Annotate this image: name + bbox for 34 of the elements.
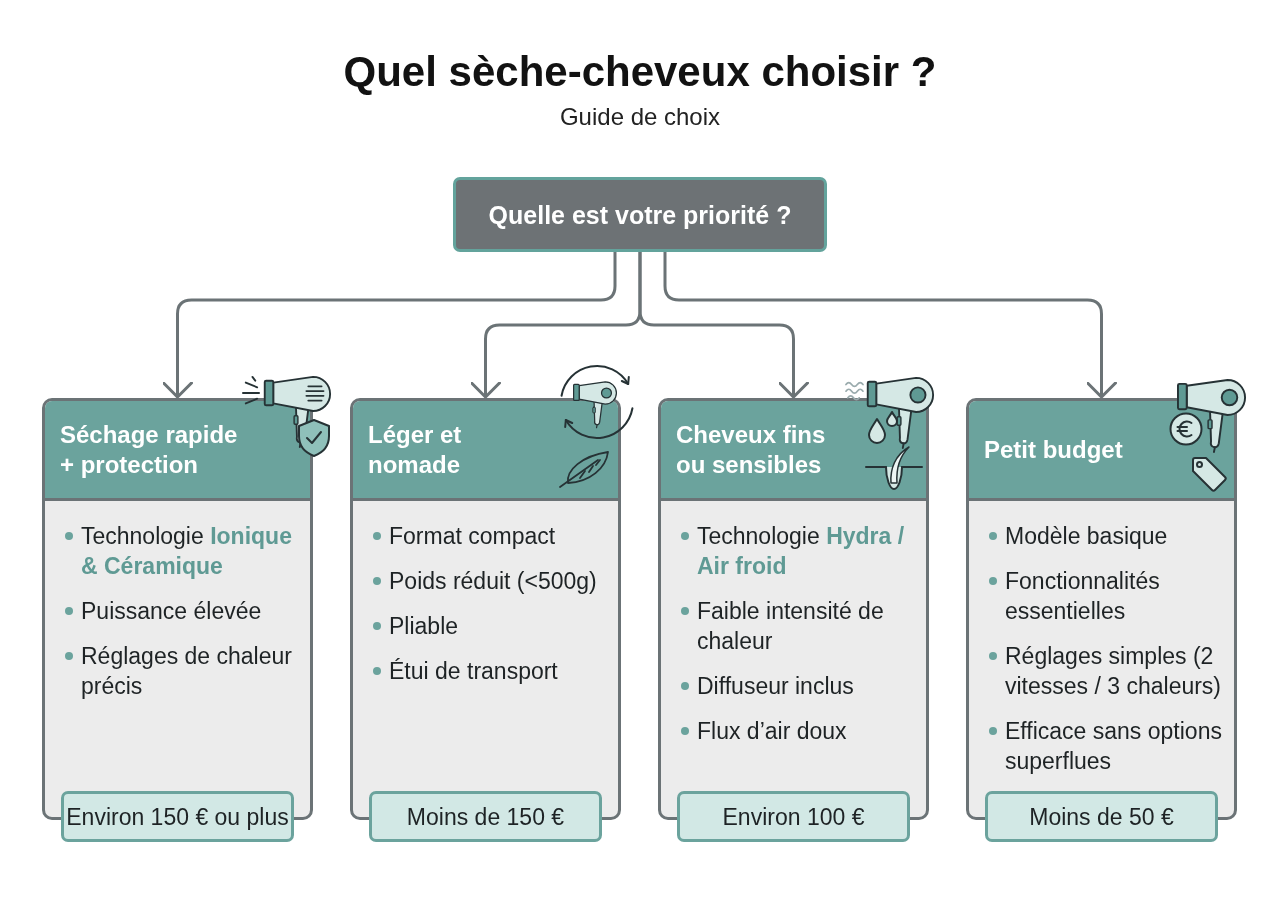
card-title: Petit budget (984, 434, 1123, 465)
question-box (453, 177, 827, 252)
price-text: Environ 150 € ou plus (66, 802, 289, 831)
bullet-text: Pliable (389, 612, 459, 641)
card-title: Cheveux fins ou sensibles (676, 419, 827, 480)
bullet-text: Poids réduit (<500g) (389, 567, 597, 596)
question-text: Quelle est votre priorité ? (488, 199, 792, 230)
bullet-text: Puissance élevée (81, 597, 262, 626)
bullet-text: Réglages de chaleur précis (81, 642, 293, 701)
price-box (985, 791, 1218, 842)
arrow (638, 252, 809, 399)
bullet-text: Flux d’air doux (697, 717, 847, 746)
price-text: Moins de 150 € (406, 802, 565, 831)
bullet-text: Technologie Hydra / Air froid (697, 522, 906, 581)
bullet-text: Faible intensité de chaleur (697, 597, 885, 656)
card-title: Léger et nomade (368, 419, 463, 480)
card-title: Séchage rapide + protection (60, 419, 239, 480)
arrow (663, 252, 1117, 399)
price-box (369, 791, 602, 842)
price-text: Moins de 50 € (1029, 802, 1174, 831)
arrow (162, 252, 617, 399)
bullet-text: Fonctionnalités essentielles (1005, 567, 1161, 626)
price-text: Environ 100 € (722, 802, 865, 831)
bullet-text: Réglages simples (2 vitesses / 3 chaleurs) (1005, 642, 1223, 701)
bullet-text: Diffuseur inclus (697, 672, 854, 701)
bullet-text: Technologie Ionique & Céramique (81, 522, 293, 581)
bullet-text: Étui de transport (389, 657, 558, 686)
subtitle-text: Guide de choix (559, 103, 721, 131)
bullet-text: Modèle basique (1005, 522, 1168, 551)
diagram-title: Quel sèche-cheveux choisir ? (343, 47, 937, 97)
bullet-text: Efficace sans options superflues (1005, 717, 1223, 776)
bullet-text: Format compact (389, 522, 556, 551)
price-box (61, 791, 294, 842)
price-box (677, 791, 910, 842)
